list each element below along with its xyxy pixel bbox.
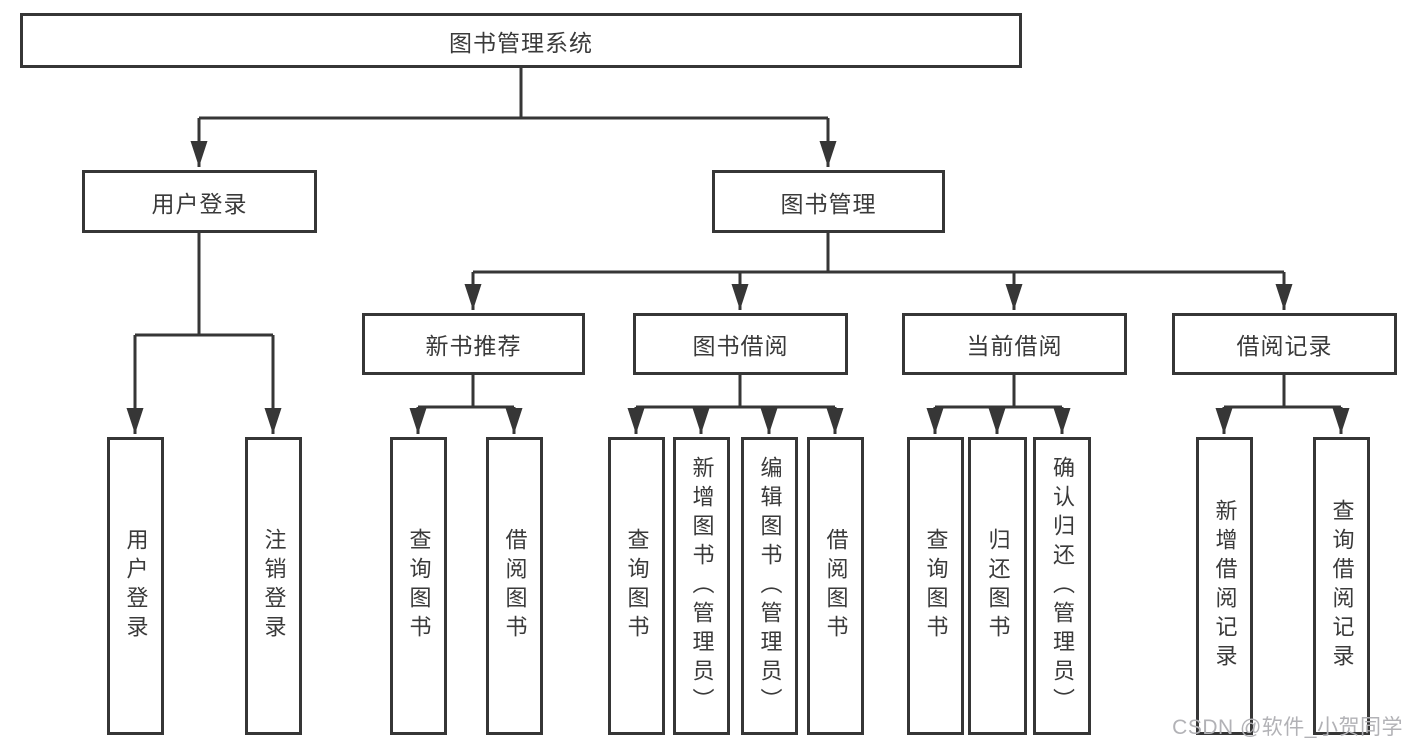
leaf-edit-book-admin: 编辑图书（管理员） (741, 437, 798, 735)
connector-borrowing-records (1215, 375, 1350, 434)
watermark-text: CSDN @软件_小贺同学 (1172, 716, 1403, 739)
leaf-user-login: 用户登录 (107, 437, 164, 735)
leaf-query-books-borrowing: 查询图书 (608, 437, 665, 735)
connector-book-management (464, 233, 1293, 310)
leaf-add-borrowing-record: 新增借阅记录 (1196, 437, 1253, 735)
leaf-query-borrowing-record: 查询借阅记录 (1313, 437, 1370, 735)
connector-book-borrowing (627, 375, 844, 434)
leaf-add-book-admin: 新增图书（管理员） (673, 437, 730, 735)
node-user-login: 用户登录 (82, 170, 317, 233)
connector-current-borrowing (926, 375, 1071, 434)
node-library-system: 图书管理系统 (20, 13, 1022, 68)
leaf-borrow-books-recommendation: 借阅图书 (486, 437, 543, 735)
node-book-management: 图书管理 (712, 170, 945, 233)
leaf-borrow-books: 借阅图书 (807, 437, 864, 735)
leaf-return-books: 归还图书 (968, 437, 1027, 735)
leaf-logout: 注销登录 (245, 437, 302, 735)
leaf-query-books-recommendation: 查询图书 (390, 437, 447, 735)
node-book-borrowing: 图书借阅 (633, 313, 848, 375)
connector-new-book-recommendation (409, 375, 523, 434)
leaf-confirm-return-admin: 确认归还（管理员） (1033, 437, 1091, 735)
node-borrowing-records: 借阅记录 (1172, 313, 1397, 375)
node-current-borrowing: 当前借阅 (902, 313, 1127, 375)
node-new-book-recommendation: 新书推荐 (362, 313, 585, 375)
connector-root (190, 68, 837, 167)
connector-user-login (126, 233, 282, 434)
leaf-query-books-current: 查询图书 (907, 437, 964, 735)
